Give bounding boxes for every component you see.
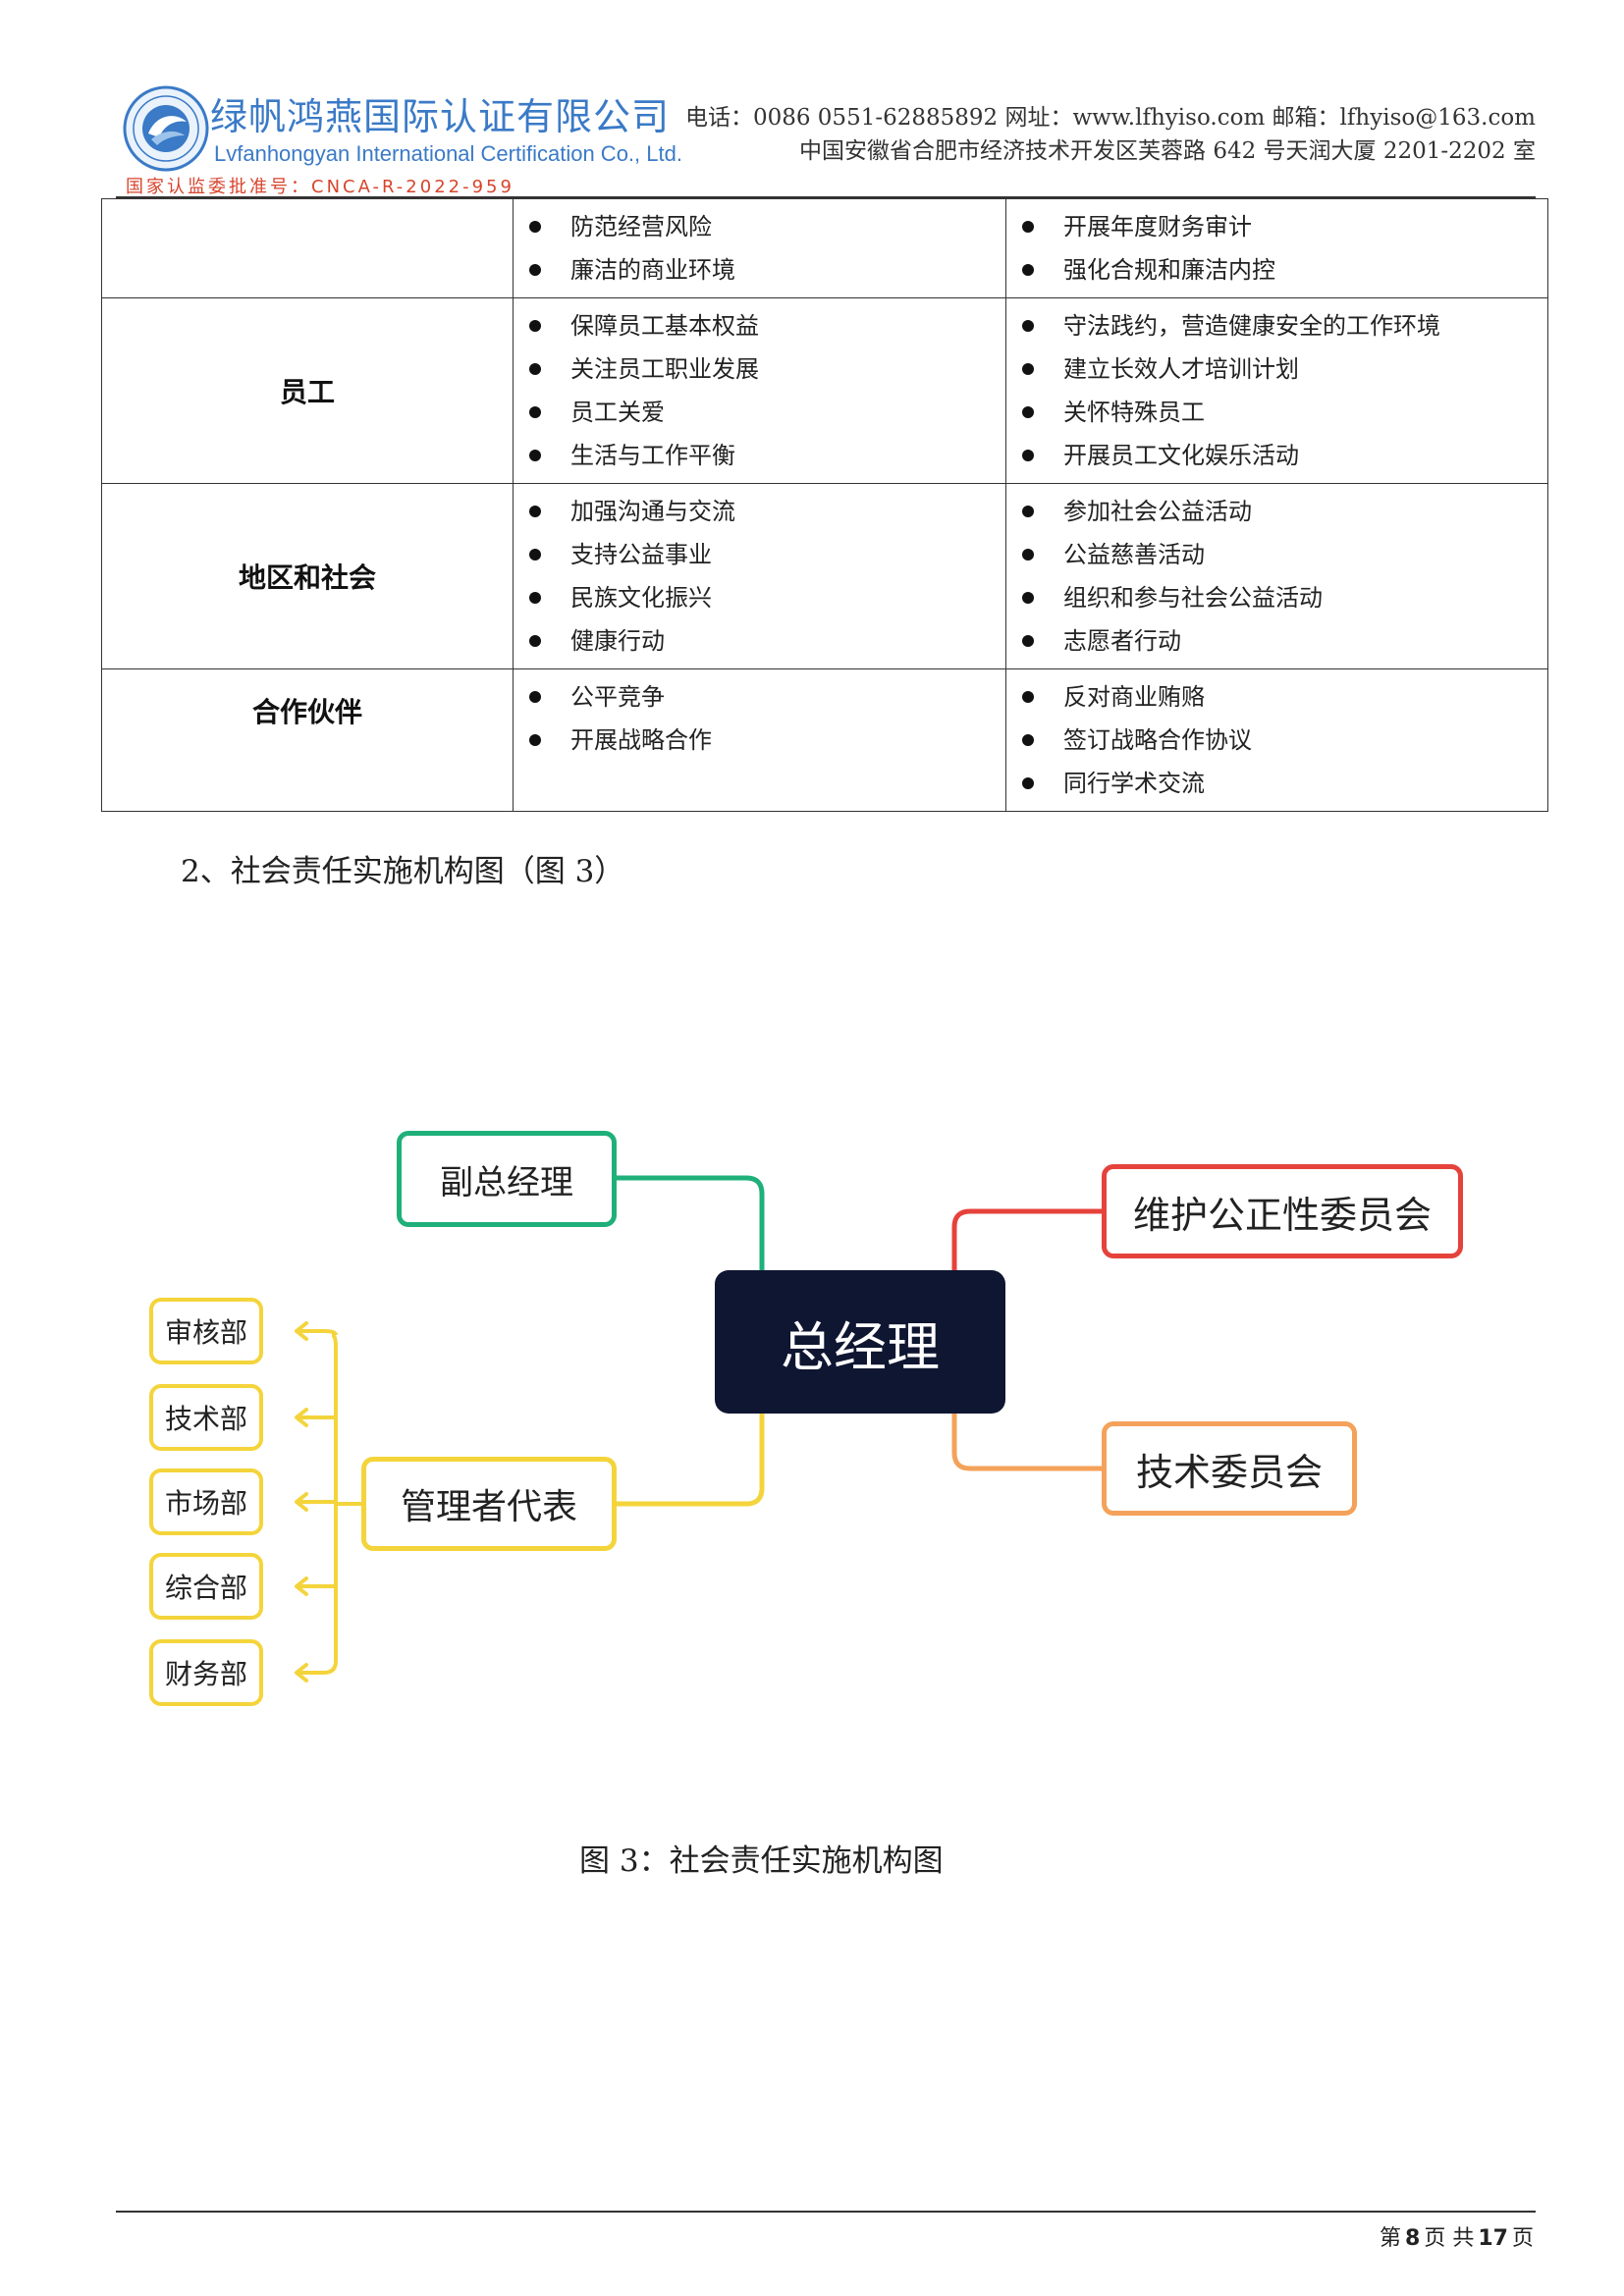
stakeholder-cell: 地区和社会 (101, 483, 514, 669)
bullet-icon (1022, 406, 1034, 418)
bullet-icon (1022, 450, 1034, 461)
list-item: 关怀特殊员工 (1006, 391, 1547, 434)
bullet-icon (529, 549, 541, 561)
connector-tech-committee (951, 1414, 1102, 1471)
connector-dept-1 (297, 1329, 338, 1336)
bullet-icon (1022, 264, 1034, 276)
arrow-icon (295, 1321, 308, 1341)
stakeholder-cell (101, 198, 514, 298)
bullet-icon (529, 320, 541, 332)
connector-mgmt-rep (617, 1414, 765, 1507)
list-item: 开展员工文化娱乐活动 (1006, 434, 1547, 477)
concern-cell: 防范经营风险 廉洁的商业环境 (513, 198, 1006, 298)
bullet-icon (529, 734, 541, 746)
bullet-icon (529, 363, 541, 375)
bullet-icon (529, 450, 541, 461)
list-item: 参加社会公益活动 (1006, 490, 1547, 533)
list-item: 公平竞争 (514, 675, 1005, 719)
bullet-icon (1022, 221, 1034, 233)
bullet-icon (1022, 549, 1034, 561)
address-line: 中国安徽省合肥市经济技术开发区芙蓉路 642 号天润大厦 2201-2202 室 (799, 138, 1536, 164)
list-item: 守法践约，营造健康安全的工作环境 (1006, 304, 1547, 347)
node-dept-audit: 审核部 (149, 1298, 263, 1364)
list-item: 建立长效人才培训计划 (1006, 347, 1547, 391)
node-dept-finance: 财务部 (149, 1639, 263, 1706)
bullet-icon (1022, 592, 1034, 604)
bullet-icon (1022, 506, 1034, 517)
list-item: 同行学术交流 (1006, 762, 1547, 805)
arrow-icon (295, 1408, 308, 1427)
list-item: 员工关爱 (514, 391, 1005, 434)
bullet-icon (1022, 691, 1034, 703)
concern-cell: 加强沟通与交流 支持公益事业 民族文化振兴 健康行动 (513, 483, 1006, 669)
list-item: 支持公益事业 (514, 533, 1005, 576)
bullet-icon (529, 506, 541, 517)
arrow-icon (295, 1663, 308, 1682)
connector-deputy (617, 1175, 765, 1270)
list-item: 公益慈善活动 (1006, 533, 1547, 576)
bullet-icon (529, 264, 541, 276)
table-row: 员工 保障员工基本权益 关注员工职业发展 员工关爱 生活与工作平衡 守法践约，营… (101, 297, 1548, 484)
bullet-icon (1022, 635, 1034, 647)
bullet-icon (1022, 320, 1034, 332)
concern-cell: 保障员工基本权益 关注员工职业发展 员工关爱 生活与工作平衡 (513, 297, 1006, 484)
node-fairness-committee: 维护公正性委员会 (1102, 1164, 1463, 1258)
approval-number: 国家认监委批准号：CNCA-R-2022-959 (126, 177, 514, 197)
bullet-icon (529, 221, 541, 233)
bullet-icon (1022, 734, 1034, 746)
header-divider (116, 196, 1536, 198)
node-dept-market: 市场部 (149, 1468, 263, 1535)
list-item: 开展年度财务审计 (1006, 205, 1547, 248)
list-item: 防范经营风险 (514, 205, 1005, 248)
bullet-icon (529, 635, 541, 647)
bullet-icon (1022, 777, 1034, 789)
list-item: 健康行动 (514, 619, 1005, 663)
node-deputy-gm: 副总经理 (397, 1131, 617, 1227)
company-logo (123, 85, 209, 172)
stakeholder-cell: 合作伙伴 (101, 668, 514, 812)
list-item: 志愿者行动 (1006, 619, 1547, 663)
node-dept-general: 综合部 (149, 1553, 263, 1620)
list-item: 开展战略合作 (514, 719, 1005, 762)
arrow-icon (295, 1576, 308, 1596)
connector-dept-spine (323, 1333, 338, 1675)
action-cell: 反对商业贿赂 签订战略合作协议 同行学术交流 (1005, 668, 1548, 812)
action-cell: 守法践约，营造健康安全的工作环境 建立长效人才培训计划 关怀特殊员工 开展员工文… (1005, 297, 1548, 484)
table-row: 防范经营风险 廉洁的商业环境 开展年度财务审计 强化合规和廉洁内控 (101, 198, 1548, 298)
list-item: 组织和参与社会公益活动 (1006, 576, 1547, 619)
table-row: 合作伙伴 公平竞争 开展战略合作 反对商业贿赂 签订战略合作协议 同行学术交流 (101, 668, 1548, 812)
list-item: 强化合规和廉洁内控 (1006, 248, 1547, 292)
list-item: 保障员工基本权益 (514, 304, 1005, 347)
list-item: 签订战略合作协议 (1006, 719, 1547, 762)
section-title: 2、社会责任实施机构图（图 3） (181, 854, 625, 889)
list-item: 反对商业贿赂 (1006, 675, 1547, 719)
list-item: 生活与工作平衡 (514, 434, 1005, 477)
bullet-icon (529, 592, 541, 604)
footer-divider (116, 2211, 1536, 2213)
concern-cell: 公平竞争 开展战略合作 (513, 668, 1006, 812)
bullet-icon (529, 691, 541, 703)
company-name-cn: 绿帆鸿燕国际认证有限公司 (210, 95, 671, 138)
table-row: 地区和社会 加强沟通与交流 支持公益事业 民族文化振兴 健康行动 参加社会公益活… (101, 483, 1548, 669)
node-tech-committee: 技术委员会 (1102, 1421, 1357, 1516)
stakeholder-cell: 员工 (101, 297, 514, 484)
bullet-icon (1022, 363, 1034, 375)
node-mgmt-rep: 管理者代表 (361, 1457, 617, 1551)
list-item: 关注员工职业发展 (514, 347, 1005, 391)
action-cell: 参加社会公益活动 公益慈善活动 组织和参与社会公益活动 志愿者行动 (1005, 483, 1548, 669)
action-cell: 开展年度财务审计 强化合规和廉洁内控 (1005, 198, 1548, 298)
list-item: 民族文化振兴 (514, 576, 1005, 619)
node-general-manager: 总经理 (715, 1270, 1005, 1414)
arrow-icon (295, 1492, 308, 1512)
contact-line: 电话：0086 0551-62885892 网址：www.lfhyiso.com… (684, 105, 1536, 131)
figure-caption: 图 3：社会责任实施机构图 (579, 1843, 944, 1879)
list-item: 加强沟通与交流 (514, 490, 1005, 533)
connector-fairness (951, 1208, 1102, 1270)
responsibility-table: 防范经营风险 廉洁的商业环境 开展年度财务审计 强化合规和廉洁内控 员工 保障员… (101, 198, 1548, 812)
bullet-icon (529, 406, 541, 418)
company-name-en: Lvfanhongyan International Certification… (214, 141, 682, 166)
node-dept-tech: 技术部 (149, 1384, 263, 1451)
list-item: 廉洁的商业环境 (514, 248, 1005, 292)
